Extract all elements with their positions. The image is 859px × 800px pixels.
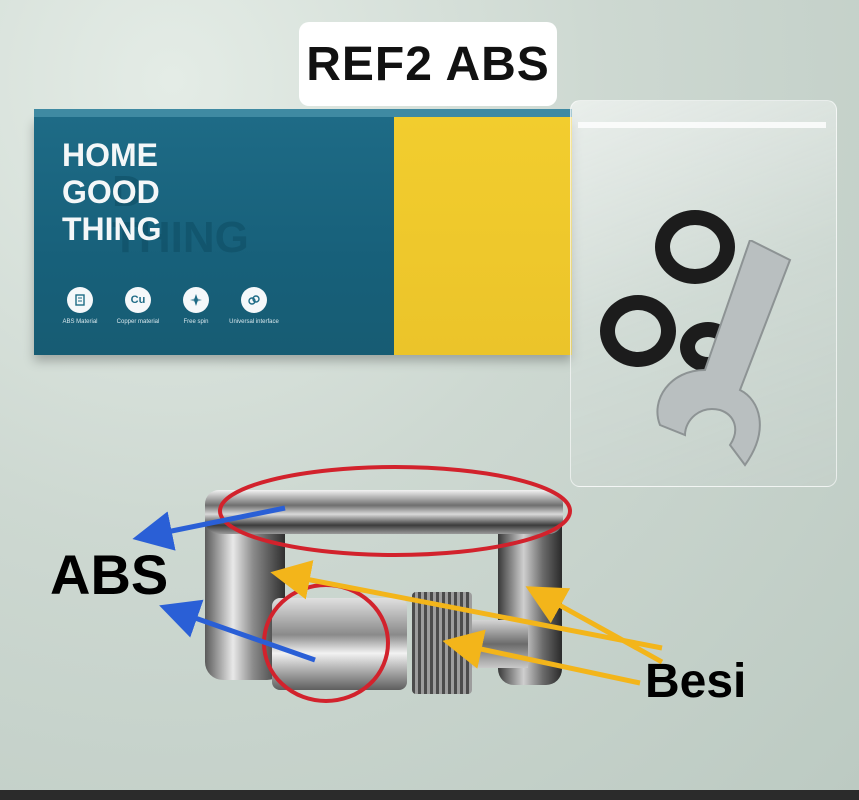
highlight-circle-aerator (262, 583, 390, 703)
bottom-edge (0, 790, 859, 800)
box-teal-panel: D THING HOME GOOD THING ABS Material Cu … (34, 117, 394, 355)
title-banner: REF2 ABS (299, 22, 557, 106)
feature-icons: ABS Material Cu Copper material Free spi… (60, 287, 279, 325)
blue-arrow-top (132, 505, 286, 551)
brand-name: HOME GOOD THING (62, 137, 162, 248)
faucet-left-joint (205, 520, 285, 680)
highlight-circle-top (218, 465, 572, 557)
product-box: D THING HOME GOOD THING ABS Material Cu … (34, 109, 572, 355)
feature-abs-material: ABS Material (60, 287, 100, 325)
feature-universal: Universal interface (229, 287, 279, 325)
label-abs: ABS (50, 543, 169, 606)
box-lid-edge (34, 109, 572, 119)
label-besi: Besi (645, 655, 747, 708)
feature-free-spin: Free spin (176, 287, 216, 325)
blue-arrow-bottom (159, 599, 316, 663)
yellow-arrow-2 (525, 586, 664, 665)
copper-icon: Cu (125, 287, 151, 313)
spin-icon (183, 287, 209, 313)
brand-line-3: THING (62, 211, 162, 247)
yellow-arrow-1 (270, 560, 663, 651)
plastic-bag (570, 100, 837, 487)
building-icon (67, 287, 93, 313)
brand-line-1: HOME (62, 137, 158, 173)
feature-copper: Cu Copper material (117, 287, 159, 325)
brand-ghost-text: D THING (112, 167, 249, 262)
yellow-arrow-3 (442, 629, 641, 686)
brand-line-2: GOOD (62, 174, 160, 210)
link-icon (241, 287, 267, 313)
aerator-head (272, 598, 407, 690)
bag-zipper (578, 122, 826, 128)
title-text: REF2 ABS (306, 37, 550, 91)
box-yellow-panel (394, 117, 572, 355)
wrench-icon (656, 240, 792, 467)
